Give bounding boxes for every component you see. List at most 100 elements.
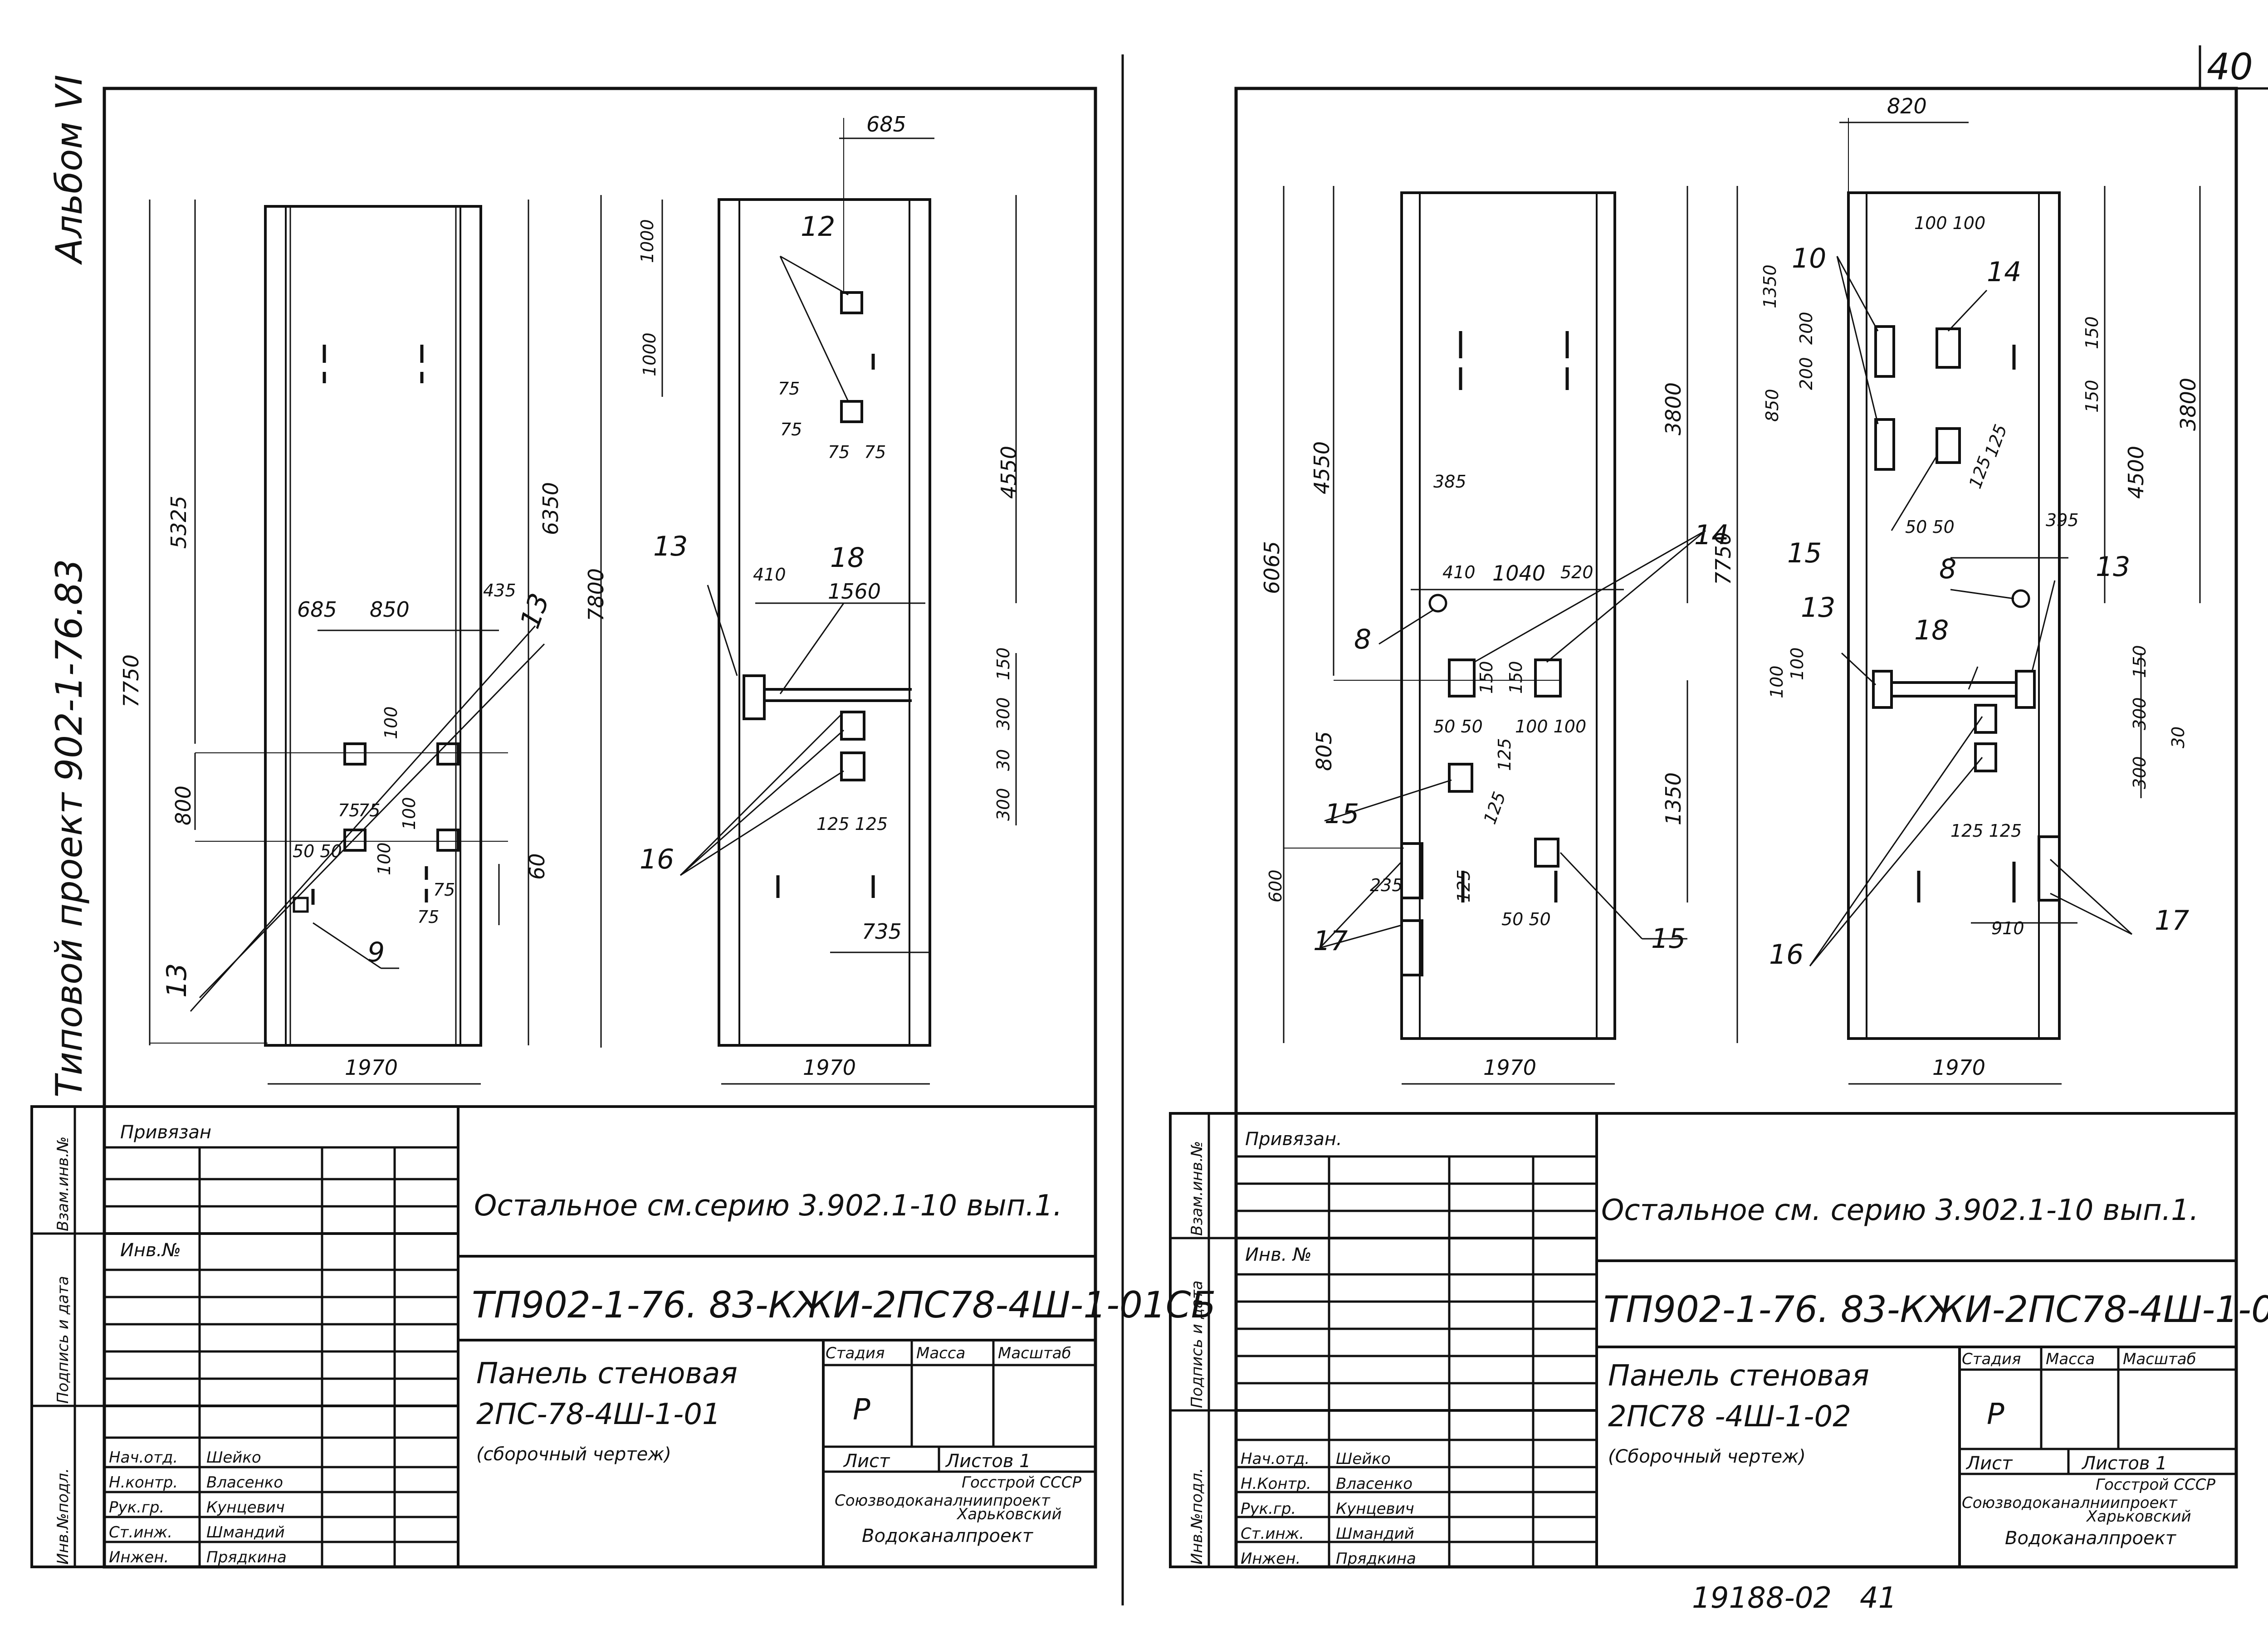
title-line2: 2ПС-78-4Ш-1-01 bbox=[476, 1398, 721, 1431]
callout-9: 9 bbox=[367, 937, 385, 968]
person-name: Власенко bbox=[206, 1473, 283, 1492]
title-line3: (Сборочный чертеж) bbox=[1608, 1446, 1806, 1467]
role: Н.контр. bbox=[109, 1473, 178, 1492]
callout-13: 13 bbox=[1801, 592, 1835, 624]
dim-label: 6350 bbox=[538, 482, 563, 535]
dim-label: 200 bbox=[1796, 312, 1816, 345]
dim-label: 125 bbox=[1981, 422, 2011, 459]
dim-label: 1970 bbox=[803, 1055, 856, 1080]
org-line3: Харьковский bbox=[956, 1505, 1062, 1523]
callout-16: 16 bbox=[1769, 939, 1804, 971]
stage-value: Р bbox=[853, 1393, 870, 1427]
dim-label: 100 bbox=[374, 842, 394, 875]
dim-label: 1000 bbox=[640, 332, 660, 376]
person-name: Шейко bbox=[1336, 1450, 1391, 1468]
callout-13: 13 bbox=[653, 531, 688, 562]
dim-label: 805 bbox=[1312, 731, 1336, 771]
callout-15: 15 bbox=[1325, 798, 1359, 830]
org-line4: Водоканалпроект bbox=[862, 1526, 1034, 1546]
doc-code: ТП902-1-76. 83-КЖИ-2ПС78-4Ш-1-02 СБ bbox=[1603, 1288, 2268, 1331]
dim-label: 100 100 bbox=[1515, 717, 1586, 737]
dim-label: 820 bbox=[1887, 94, 1927, 118]
title-line2: 2ПС78 -4Ш-1-02 bbox=[1608, 1400, 1851, 1434]
dim-label: 520 bbox=[1560, 562, 1593, 582]
callout-13: 13 bbox=[2096, 551, 2130, 583]
dim-label: 600 bbox=[1266, 869, 1286, 902]
dim-label: 30 bbox=[2168, 727, 2188, 748]
callout-14: 14 bbox=[1987, 256, 2021, 288]
callout-8: 8 bbox=[1939, 553, 1956, 585]
callout-15: 15 bbox=[1651, 923, 1686, 955]
person-name: Власенко bbox=[1336, 1475, 1413, 1493]
dim-label: 125 bbox=[1495, 738, 1515, 771]
right-sheet bbox=[1169, 87, 2238, 1569]
dim-label: 300 bbox=[2130, 756, 2150, 789]
side-label: Инв.№подл. bbox=[1188, 1468, 1206, 1565]
album-label: Альбом VI bbox=[48, 75, 90, 265]
dim-label: 75 bbox=[433, 880, 455, 900]
bottom-code: 19188-02 bbox=[1692, 1581, 1832, 1615]
title-line1: Панель стеновая bbox=[476, 1357, 738, 1390]
dim-label: 4500 bbox=[2124, 446, 2148, 499]
note-text: Остальное см.серию 3.902.1-10 вып.1. bbox=[474, 1189, 1062, 1223]
dim-label: 4550 bbox=[1310, 441, 1334, 494]
left-sheet bbox=[30, 87, 1097, 1569]
privyazan-label: Привязан bbox=[120, 1122, 211, 1143]
dim-label: 410 bbox=[1442, 562, 1476, 582]
callout-14: 14 bbox=[1694, 519, 1729, 551]
dim-label: 150 bbox=[993, 647, 1013, 680]
org-line1: Госстрой СССР bbox=[962, 1473, 1081, 1492]
callout-15: 15 bbox=[1787, 537, 1822, 569]
dim-label: 1350 bbox=[1760, 264, 1780, 308]
role: Н.Контр. bbox=[1241, 1475, 1311, 1493]
dim-label: 300 bbox=[993, 697, 1013, 730]
dim-label: 125 125 bbox=[816, 814, 888, 834]
dim-label: 300 bbox=[993, 788, 1013, 821]
side-label: Подпись и дата bbox=[54, 1276, 72, 1404]
inv-label: Инв.№ bbox=[120, 1240, 181, 1261]
callout-17: 17 bbox=[1313, 925, 1348, 957]
person-name: Шейко bbox=[206, 1449, 261, 1467]
mass-header: Масса bbox=[2046, 1350, 2095, 1368]
lists-label: Листов 1 bbox=[2081, 1453, 2167, 1474]
role: Инжен. bbox=[1241, 1550, 1300, 1568]
dim-label: 75 bbox=[338, 800, 360, 820]
dim-label: 1040 bbox=[1492, 561, 1545, 585]
dim-label: 1970 bbox=[1483, 1055, 1536, 1080]
dim-label: 1560 bbox=[828, 579, 881, 604]
dim-label: 3800 bbox=[1661, 382, 1686, 435]
person-name: Шмандий bbox=[206, 1523, 285, 1541]
dim-label: 5325 bbox=[166, 496, 191, 549]
scale-header: Масштаб bbox=[2123, 1350, 2196, 1368]
dim-label: 800 bbox=[171, 785, 196, 825]
dim-label: 125 bbox=[1965, 454, 1995, 491]
scale-header: Масштаб bbox=[998, 1344, 1071, 1362]
org-line2: Союзводоканалниипроект bbox=[1962, 1494, 2178, 1512]
dim-label: 50 50 bbox=[1501, 909, 1551, 929]
dim-label: 385 bbox=[1433, 472, 1466, 492]
role: Рук.гр. bbox=[1241, 1500, 1296, 1518]
mass-header: Масса bbox=[916, 1344, 965, 1362]
person-name: Шмандий bbox=[1336, 1525, 1414, 1543]
bottom-num: 41 bbox=[1860, 1581, 1897, 1615]
callout-12: 12 bbox=[801, 211, 835, 243]
dim-label: 150 bbox=[2082, 380, 2102, 413]
dim-label: 410 bbox=[753, 565, 786, 585]
dim-label: 850 bbox=[370, 597, 410, 622]
dim-label: 435 bbox=[483, 580, 516, 600]
role: Нач.отд. bbox=[1241, 1450, 1310, 1468]
dim-label: 7800 bbox=[584, 568, 608, 621]
dim-label: 685 bbox=[297, 597, 337, 622]
list-label: Лист bbox=[1965, 1453, 2013, 1474]
page-number: 40 bbox=[2207, 46, 2253, 88]
callout-13: 13 bbox=[161, 963, 193, 998]
side-label: Взам.инв.№ bbox=[1188, 1141, 1206, 1236]
dim-label: 75 bbox=[778, 379, 800, 399]
dim-label: 100 bbox=[399, 797, 419, 830]
dim-label: 60 bbox=[525, 853, 549, 880]
dim-label: 150 bbox=[2130, 645, 2150, 678]
stage-header: Стадия bbox=[826, 1344, 885, 1362]
dim-label: 1970 bbox=[345, 1055, 398, 1080]
title-line1: Панель стеновая bbox=[1608, 1359, 1869, 1393]
